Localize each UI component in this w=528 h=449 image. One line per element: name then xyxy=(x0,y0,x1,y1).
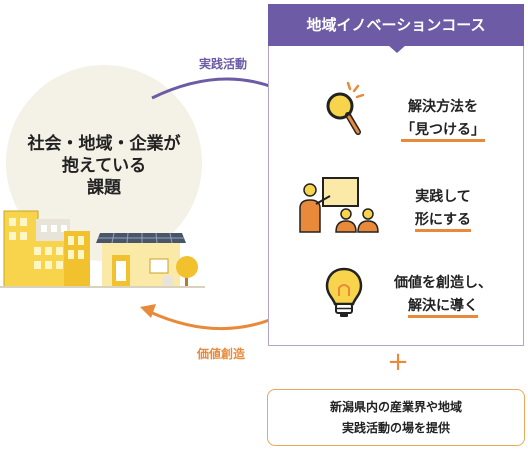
plus-sign: + xyxy=(387,347,409,377)
problem-line-2: 抱えている xyxy=(61,156,147,176)
course-title-notch xyxy=(388,45,406,53)
problem-line-3: 課題 xyxy=(87,178,121,198)
support-line-1: 新潟県内の産業界や地域 xyxy=(329,400,462,414)
presentation-icon xyxy=(299,177,379,233)
bottom-arrowhead xyxy=(140,304,156,318)
problem-line-1: 社会・地域・企業が xyxy=(27,134,181,154)
item-find-line-2: 「見つける」 xyxy=(401,122,485,142)
item-create: 価値を創造し、 解決に導く xyxy=(378,272,508,318)
item-find: 解決方法を 「見つける」 xyxy=(378,96,508,142)
item-create-line-2: 解決に導く xyxy=(408,298,478,318)
practice-label: 実践活動 xyxy=(198,57,247,71)
item-find-line-1: 解決方法を xyxy=(408,99,478,115)
support-box xyxy=(267,389,525,446)
value-creation-label: 価値創造 xyxy=(196,347,245,361)
item-shape: 実践して 形にする xyxy=(378,186,508,232)
course-panel xyxy=(268,4,524,346)
item-create-line-1: 価値を創造し、 xyxy=(394,275,492,291)
town-illustration-icon xyxy=(0,210,205,288)
item-shape-line-1: 実践して xyxy=(415,189,471,205)
item-shape-line-2: 形にする xyxy=(414,212,472,232)
support-text: 新潟県内の産業界や地域 実践活動の場を提供 xyxy=(267,397,525,439)
course-title: 地域イノベーションコース xyxy=(268,4,524,46)
support-line-2: 実践活動の場を提供 xyxy=(341,421,450,435)
magnifier-icon xyxy=(326,81,365,135)
problem-text: 社会・地域・企業が 抱えている 課題 xyxy=(10,133,198,199)
lightbulb-icon xyxy=(325,267,363,317)
